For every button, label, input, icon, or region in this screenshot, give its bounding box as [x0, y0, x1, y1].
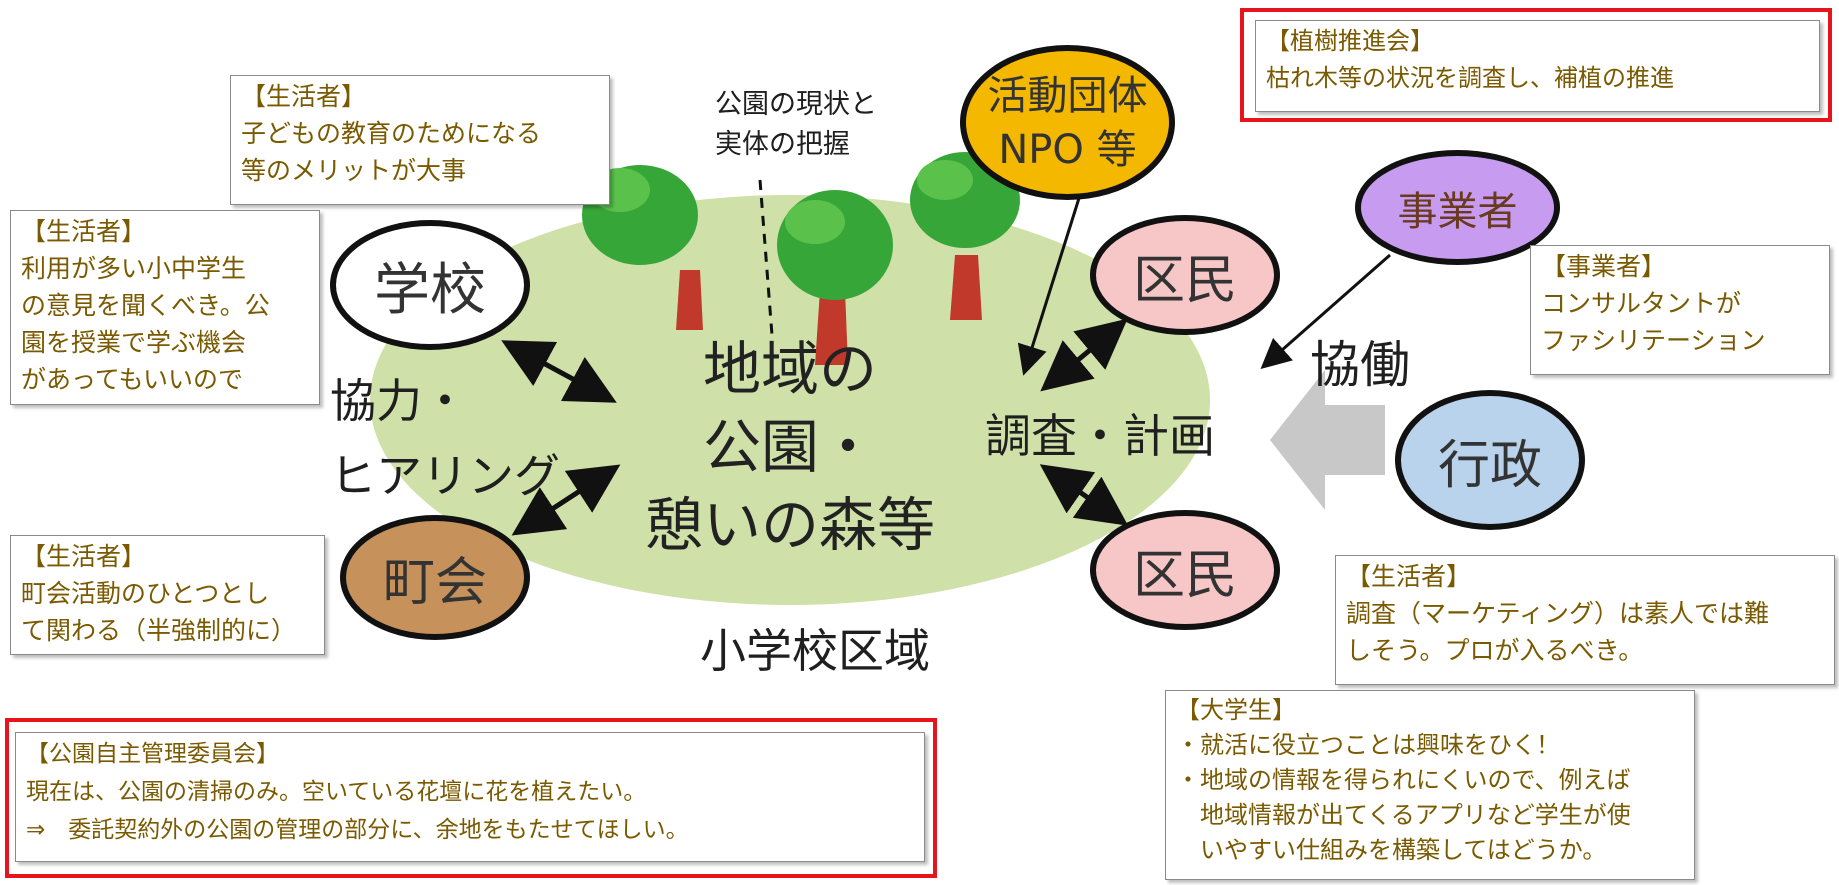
card-line: 枯れ木等の状況を調査し、補植の推進 — [1266, 64, 1674, 92]
park-label-line1: 地域の — [702, 335, 877, 403]
card-line: 子どもの教育のためになる — [241, 119, 542, 148]
card-tag: 【生活者】 — [21, 542, 147, 571]
card-tag: 【大学生】 — [1176, 696, 1296, 724]
card-line: の意見を聞くべき。公 — [21, 291, 270, 320]
status-annotation: 公園の現状と 実体の把握 — [715, 85, 877, 165]
card-line: 等のメリットが大事 — [241, 156, 467, 185]
cooperation-label: 協力・ — [330, 374, 468, 428]
card-line: 町会活動のひとつとし — [21, 579, 270, 608]
card-seikatsu-school: 【生活者】 子どもの教育のためになる 等のメリットが大事 — [230, 75, 610, 205]
card-line: 地域情報が出てくるアプリなど学生が使 — [1176, 801, 1631, 829]
dashed-connector — [758, 179, 774, 336]
arrow-school-park — [501, 340, 617, 403]
school-node: 学校 — [330, 220, 530, 350]
card-line: ⇒ 委託契約外の公園の管理の部分に、余地をもたせてほしい。 — [26, 817, 689, 843]
arrow-katsudo — [1017, 194, 1082, 376]
card-line: 現在は、公園の清掃のみ。空いている花壇に花を植えたい。 — [26, 779, 647, 805]
park-label-line3: 憩いの森等 — [644, 491, 935, 559]
arrow-kumin-bottom — [1039, 464, 1129, 526]
katsudo-node: 活動団体 NPO 等 — [960, 45, 1175, 200]
card-seikatsu-chokai: 【生活者】 町会活動のひとつとし て関わる（半強制的に） — [10, 535, 325, 655]
card-line: 園を授業で学ぶ機会 — [21, 328, 247, 357]
card-line: ・就活に役立つことは興味をひく！ — [1176, 731, 1560, 759]
card-tag: 【公園自主管理委員会】 — [26, 741, 279, 767]
card-koen-iinkai: 【公園自主管理委員会】 現在は、公園の清掃のみ。空いている花壇に花を植えたい。 … — [15, 732, 925, 862]
arrow-kumin-top — [1040, 318, 1128, 392]
katsudo-line1: 活動団体 — [987, 72, 1148, 119]
card-line: しそう。プロが入るべき。 — [1346, 636, 1644, 665]
kumin-bottom-node: 区民 — [1090, 510, 1280, 630]
arrow-jigyosha — [1260, 253, 1391, 369]
card-jigyosha: 【事業者】 コンサルタントが ファシリテーション — [1530, 245, 1830, 375]
card-line: 調査（マーケティング）は素人では難 — [1346, 599, 1770, 628]
status-annotation-line2: 実体の把握 — [715, 129, 850, 160]
chokai-node: 町会 — [340, 515, 530, 640]
highlight-frame-iinkai — [5, 718, 937, 878]
card-tag: 【植樹推進会】 — [1266, 27, 1434, 55]
card-tag: 【事業者】 — [1541, 252, 1667, 281]
park-label-line2: 公園・ — [702, 413, 877, 481]
card-line: ・地域の情報を得られにくいので、例えば — [1176, 766, 1631, 794]
card-line: いやすい仕組みを構築してはどうか。 — [1176, 836, 1607, 864]
card-line: ファシリテーション — [1541, 326, 1766, 355]
card-tag: 【生活者】 — [241, 82, 367, 111]
card-tag: 【生活者】 — [1346, 562, 1472, 591]
status-annotation-line1: 公園の現状と — [715, 89, 877, 120]
card-daigakusei: 【大学生】 ・就活に役立つことは興味をひく！ ・地域の情報を得られにくいので、例… — [1165, 690, 1695, 880]
hearing-label: ヒアリング — [330, 449, 560, 503]
gray-block-arrow — [1270, 370, 1385, 510]
card-seikatsu-left: 【生活者】 利用が多い小中学生 の意見を聞くべき。公 園を授業で学ぶ機会 があっ… — [10, 210, 320, 405]
gyosei-node: 行政 — [1395, 390, 1585, 530]
school-district-label: 小学校区域 — [700, 624, 930, 678]
card-shokuju: 【植樹推進会】 枯れ木等の状況を調査し、補植の推進 — [1255, 20, 1820, 112]
arrow-chokai-park — [511, 464, 621, 536]
highlight-frame-shokuju — [1240, 8, 1832, 122]
card-line: があってもいいので — [21, 365, 244, 394]
card-line: て関わる（半強制的に） — [21, 616, 297, 645]
kumin-top-node: 区民 — [1090, 215, 1280, 335]
collaboration-label: 協働 — [1310, 336, 1410, 394]
card-seikatsu-right: 【生活者】 調査（マーケティング）は素人では難 しそう。プロが入るべき。 — [1335, 555, 1835, 685]
tree-icon-2 — [777, 190, 893, 365]
card-tag: 【生活者】 — [21, 217, 147, 246]
survey-plan-label: 調査・計画 — [985, 409, 1215, 463]
card-line: コンサルタントが — [1541, 289, 1742, 318]
jigyosha-node: 事業者 — [1355, 150, 1560, 265]
katsudo-line2: NPO 等 — [998, 126, 1137, 173]
park-label: 地域の 公園・ 憩いの森等 — [640, 330, 940, 564]
card-line: 利用が多い小中学生 — [21, 254, 247, 283]
